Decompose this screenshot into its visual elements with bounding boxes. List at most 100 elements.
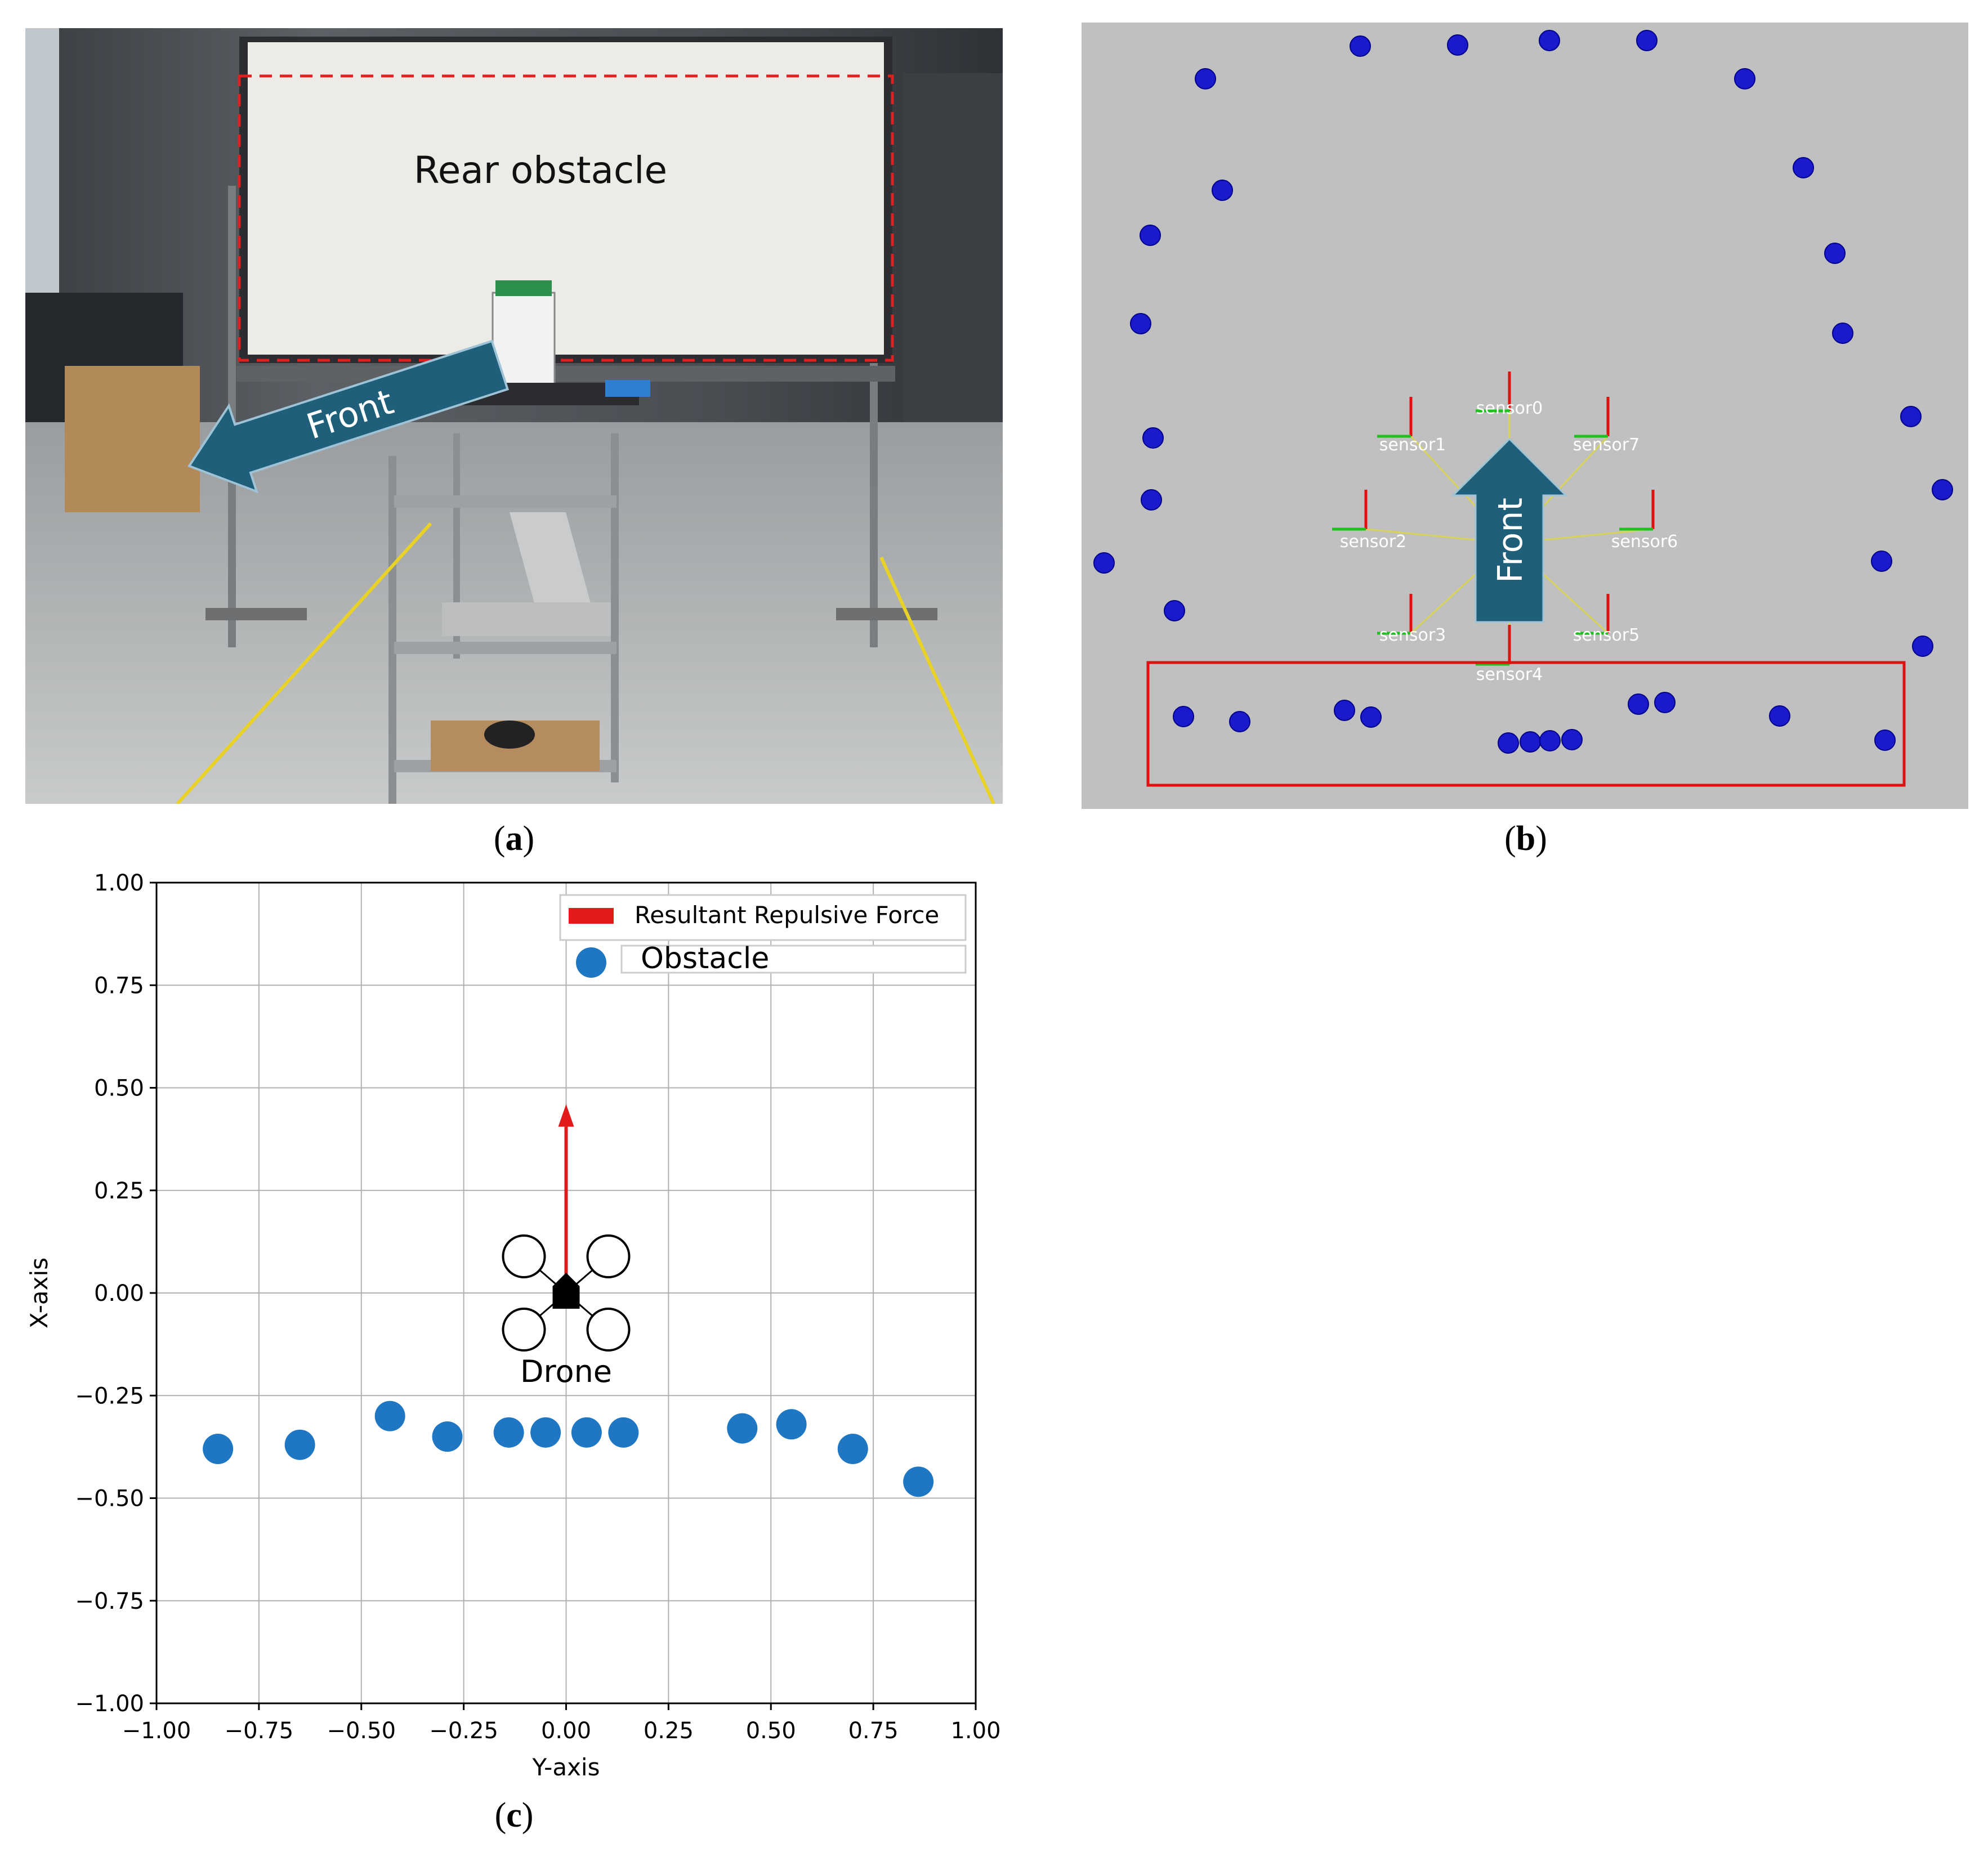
y-axis-label: X-axis: [25, 1258, 53, 1328]
caption-b: (b): [1504, 820, 1547, 858]
whiteboard: [248, 42, 884, 355]
simulator-background: [1082, 23, 1968, 809]
x-tick-label: −0.75: [225, 1718, 294, 1744]
drone-rotor: [502, 1308, 546, 1352]
front-arrow: Front: [1451, 437, 1568, 623]
rear-obstacle-label: Rear obstacle: [414, 149, 667, 192]
point-cloud-marker: [1628, 693, 1649, 715]
point-cloud-marker: [1539, 30, 1560, 51]
point-cloud-marker: [1874, 730, 1896, 751]
point-cloud-marker: [1195, 68, 1216, 90]
legend-force-swatch: [569, 908, 614, 924]
y-ticks: −1.00−0.75−0.50−0.250.000.250.500.751.00: [75, 870, 157, 1717]
point-cloud-marker: [1350, 35, 1371, 57]
caption-c: (c): [494, 1796, 534, 1834]
point-cloud-marker: [1793, 157, 1814, 178]
legend: Resultant Repulsive Force Obstacle: [559, 894, 967, 978]
y-tick-label: 1.00: [94, 870, 144, 896]
sensor-label: sensor7: [1573, 435, 1640, 455]
cart: [388, 433, 619, 805]
point-cloud-marker: [1173, 706, 1194, 727]
sensor-frames: sensor0 sensor1 sensor2 sensor3 sensor4 senso…: [1332, 372, 1678, 684]
y-tick-label: 0.50: [94, 1076, 144, 1102]
sensor-label: sensor0: [1476, 399, 1543, 418]
point-cloud-marker: [1093, 552, 1115, 574]
point-cloud-marker: [1212, 180, 1233, 201]
point-cloud: [1093, 30, 1953, 754]
legend-obstacle-label: Obstacle: [641, 942, 769, 976]
obstacle-scatter-chart: −1.00 −0.75 −0.50 −0.25 0.00 0.25 0.50 0.75 1.00…: [25, 870, 1001, 1781]
point-cloud-marker: [1130, 313, 1151, 334]
point-cloud-marker: [1539, 730, 1561, 751]
drone-rotor: [586, 1308, 631, 1352]
point-cloud-marker: [1447, 34, 1468, 56]
point-cloud-marker: [1334, 700, 1355, 721]
y-tick-label: −1.00: [75, 1691, 144, 1717]
point-cloud-marker: [1636, 30, 1658, 51]
point-cloud-marker: [1900, 406, 1922, 427]
y-tick-label: −0.75: [75, 1588, 144, 1614]
x-tick-label: 1.00: [950, 1718, 1000, 1744]
drone-rotor: [586, 1234, 631, 1278]
chart-panel: −1.00 −0.75 −0.50 −0.25 0.00 0.25 0.50 0.75 1.00…: [0, 844, 1025, 1813]
x-tick-label: 0.50: [746, 1718, 796, 1744]
sensor-label: sensor5: [1573, 625, 1640, 645]
obstacle-point: [493, 1417, 524, 1448]
rear-obstacle-highlight: [1146, 661, 1906, 787]
y-tick-label: 0.75: [94, 973, 144, 999]
obstacle-point: [284, 1429, 315, 1460]
sensor-label: sensor2: [1340, 532, 1407, 552]
obstacle-point: [608, 1417, 639, 1448]
point-cloud-marker: [1498, 732, 1519, 754]
x-tick-label: 0.75: [848, 1718, 899, 1744]
photo-panel: Rear obstacle Front: [25, 28, 1003, 806]
obstacle-point: [432, 1421, 463, 1452]
sensor-label: sensor4: [1476, 665, 1543, 684]
x-tick-label: 0.00: [541, 1718, 591, 1744]
point-cloud-marker: [1832, 323, 1853, 344]
y-tick-label: 0.00: [94, 1281, 144, 1306]
resultant-force-arrow: [558, 1104, 574, 1277]
x-tick-label: −0.50: [327, 1718, 396, 1744]
sensor-label: sensor6: [1611, 532, 1678, 552]
sensor-label: sensor3: [1379, 625, 1446, 645]
obstacle-point: [571, 1417, 602, 1448]
point-cloud-marker: [1561, 729, 1583, 750]
x-axis-label: Y-axis: [532, 1753, 600, 1781]
sensor-label: sensor1: [1379, 435, 1446, 455]
point-cloud-marker: [1871, 551, 1892, 572]
force-arrow-head: [558, 1104, 574, 1127]
obstacle-point: [727, 1413, 758, 1444]
obstacle-point: [530, 1417, 561, 1448]
legend-box: [559, 894, 967, 941]
point-cloud-marker: [1140, 225, 1161, 246]
drone-rotor: [502, 1234, 546, 1278]
point-cloud-marker: [1164, 600, 1185, 621]
point-cloud-marker: [1912, 636, 1933, 657]
obstacle-point: [837, 1434, 868, 1465]
simulator-panel: sensor0 sensor1 sensor2 sensor3 sensor4 senso…: [1082, 23, 1968, 809]
front-arrow-label: Front: [1491, 498, 1530, 583]
point-cloud-marker: [1654, 692, 1676, 713]
point-cloud-marker: [1824, 243, 1846, 264]
caption-a: (a): [493, 820, 535, 858]
obstacle-point: [903, 1466, 934, 1497]
point-cloud-marker: [1769, 705, 1790, 727]
point-cloud-marker: [1142, 427, 1164, 449]
legend-force-label: Resultant Repulsive Force: [635, 901, 939, 929]
obstacle-point: [374, 1400, 405, 1431]
y-tick-label: 0.25: [94, 1178, 144, 1204]
point-cloud-marker: [1520, 731, 1541, 753]
lab-photo: Rear obstacle Front: [25, 28, 1003, 806]
x-tick-label: −0.25: [429, 1718, 498, 1744]
x-tick-label: −1.00: [122, 1718, 191, 1744]
obstacle-points: [203, 1400, 934, 1497]
obstacle-point: [203, 1434, 234, 1465]
point-cloud-marker: [1932, 479, 1953, 500]
point-cloud-marker: [1141, 489, 1162, 511]
drone-label: Drone: [520, 1354, 612, 1389]
y-tick-label: −0.50: [75, 1486, 144, 1512]
point-cloud-marker: [1360, 706, 1382, 728]
obstacle-point: [776, 1409, 807, 1440]
